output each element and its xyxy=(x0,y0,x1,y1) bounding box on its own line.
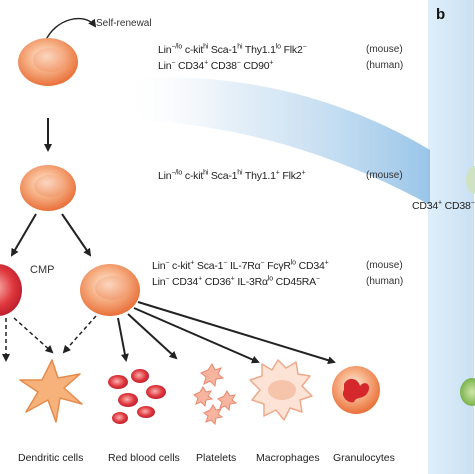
red-blood-cells-icon xyxy=(108,369,166,424)
cmp-label: CMP xyxy=(30,264,55,276)
self-renewal-arrow xyxy=(44,17,97,43)
hsc-cell xyxy=(18,38,78,86)
dendritic-cells-label: Dendritic cells xyxy=(18,452,84,464)
cmp-mouse-tag: (mouse) xyxy=(366,260,403,271)
mpp-to-clp-arrow xyxy=(10,213,37,257)
mpp-cell xyxy=(20,165,76,211)
cmp-human-markers: Lin− CD34+ CD36+ IL-3Rαlo CD45RA− xyxy=(152,275,320,289)
granulocyte-icon xyxy=(332,366,380,414)
granulocytes-label: Granulocytes xyxy=(333,452,395,464)
clp-cell xyxy=(0,264,22,316)
hsc-human-markers: Lin− CD34+ CD38− CD90+ xyxy=(158,59,274,73)
cmp-dashed-arrow xyxy=(62,315,97,354)
platelets-label: Platelets xyxy=(196,452,237,464)
cmp-mouse-markers: Lin− c-kit+ Sca-1− IL-7Rα− FcγRlo CD34+ xyxy=(152,259,329,273)
differentiation-band xyxy=(120,77,430,205)
dendritic-cell-icon xyxy=(19,359,83,423)
cmp-to-granulocyte-arrow xyxy=(137,301,336,365)
platelets-icon xyxy=(193,363,238,426)
clp-dashed-arrow-2 xyxy=(13,317,54,354)
cmp-cell xyxy=(80,264,140,316)
hsc-mouse-markers: Lin−/lo c-kithi Sca-1hi Thy1.1lo Flk2− xyxy=(158,43,307,57)
self-renewal-label: Self-renewal xyxy=(96,18,152,29)
right-panel-cell xyxy=(460,378,475,406)
mpp-to-cmp-arrow xyxy=(61,213,92,257)
mpp-mouse-tag: (mouse) xyxy=(366,170,403,181)
mpp-mouse-markers: Lin−/lo c-kithi Sca-1hi Thy1.1+ Flk2+ xyxy=(158,169,306,183)
hsc-mouse-tag: (mouse) xyxy=(366,44,403,55)
cmp-to-macrophage-arrow xyxy=(133,307,260,364)
panel-label: b xyxy=(436,6,446,23)
macrophages-label: Macrophages xyxy=(256,452,320,464)
cmp-human-tag: (human) xyxy=(366,276,404,287)
right-panel-markers: CD34+ CD38− xyxy=(412,199,475,213)
hsc-human-tag: (human) xyxy=(366,60,404,71)
red-blood-cells-label: Red blood cells xyxy=(108,452,180,464)
cmp-to-rbc-arrow xyxy=(117,317,129,362)
right-panel-cell-top xyxy=(466,166,475,194)
cmp-to-platelet-arrow xyxy=(127,313,178,360)
macrophage-icon xyxy=(249,359,313,421)
